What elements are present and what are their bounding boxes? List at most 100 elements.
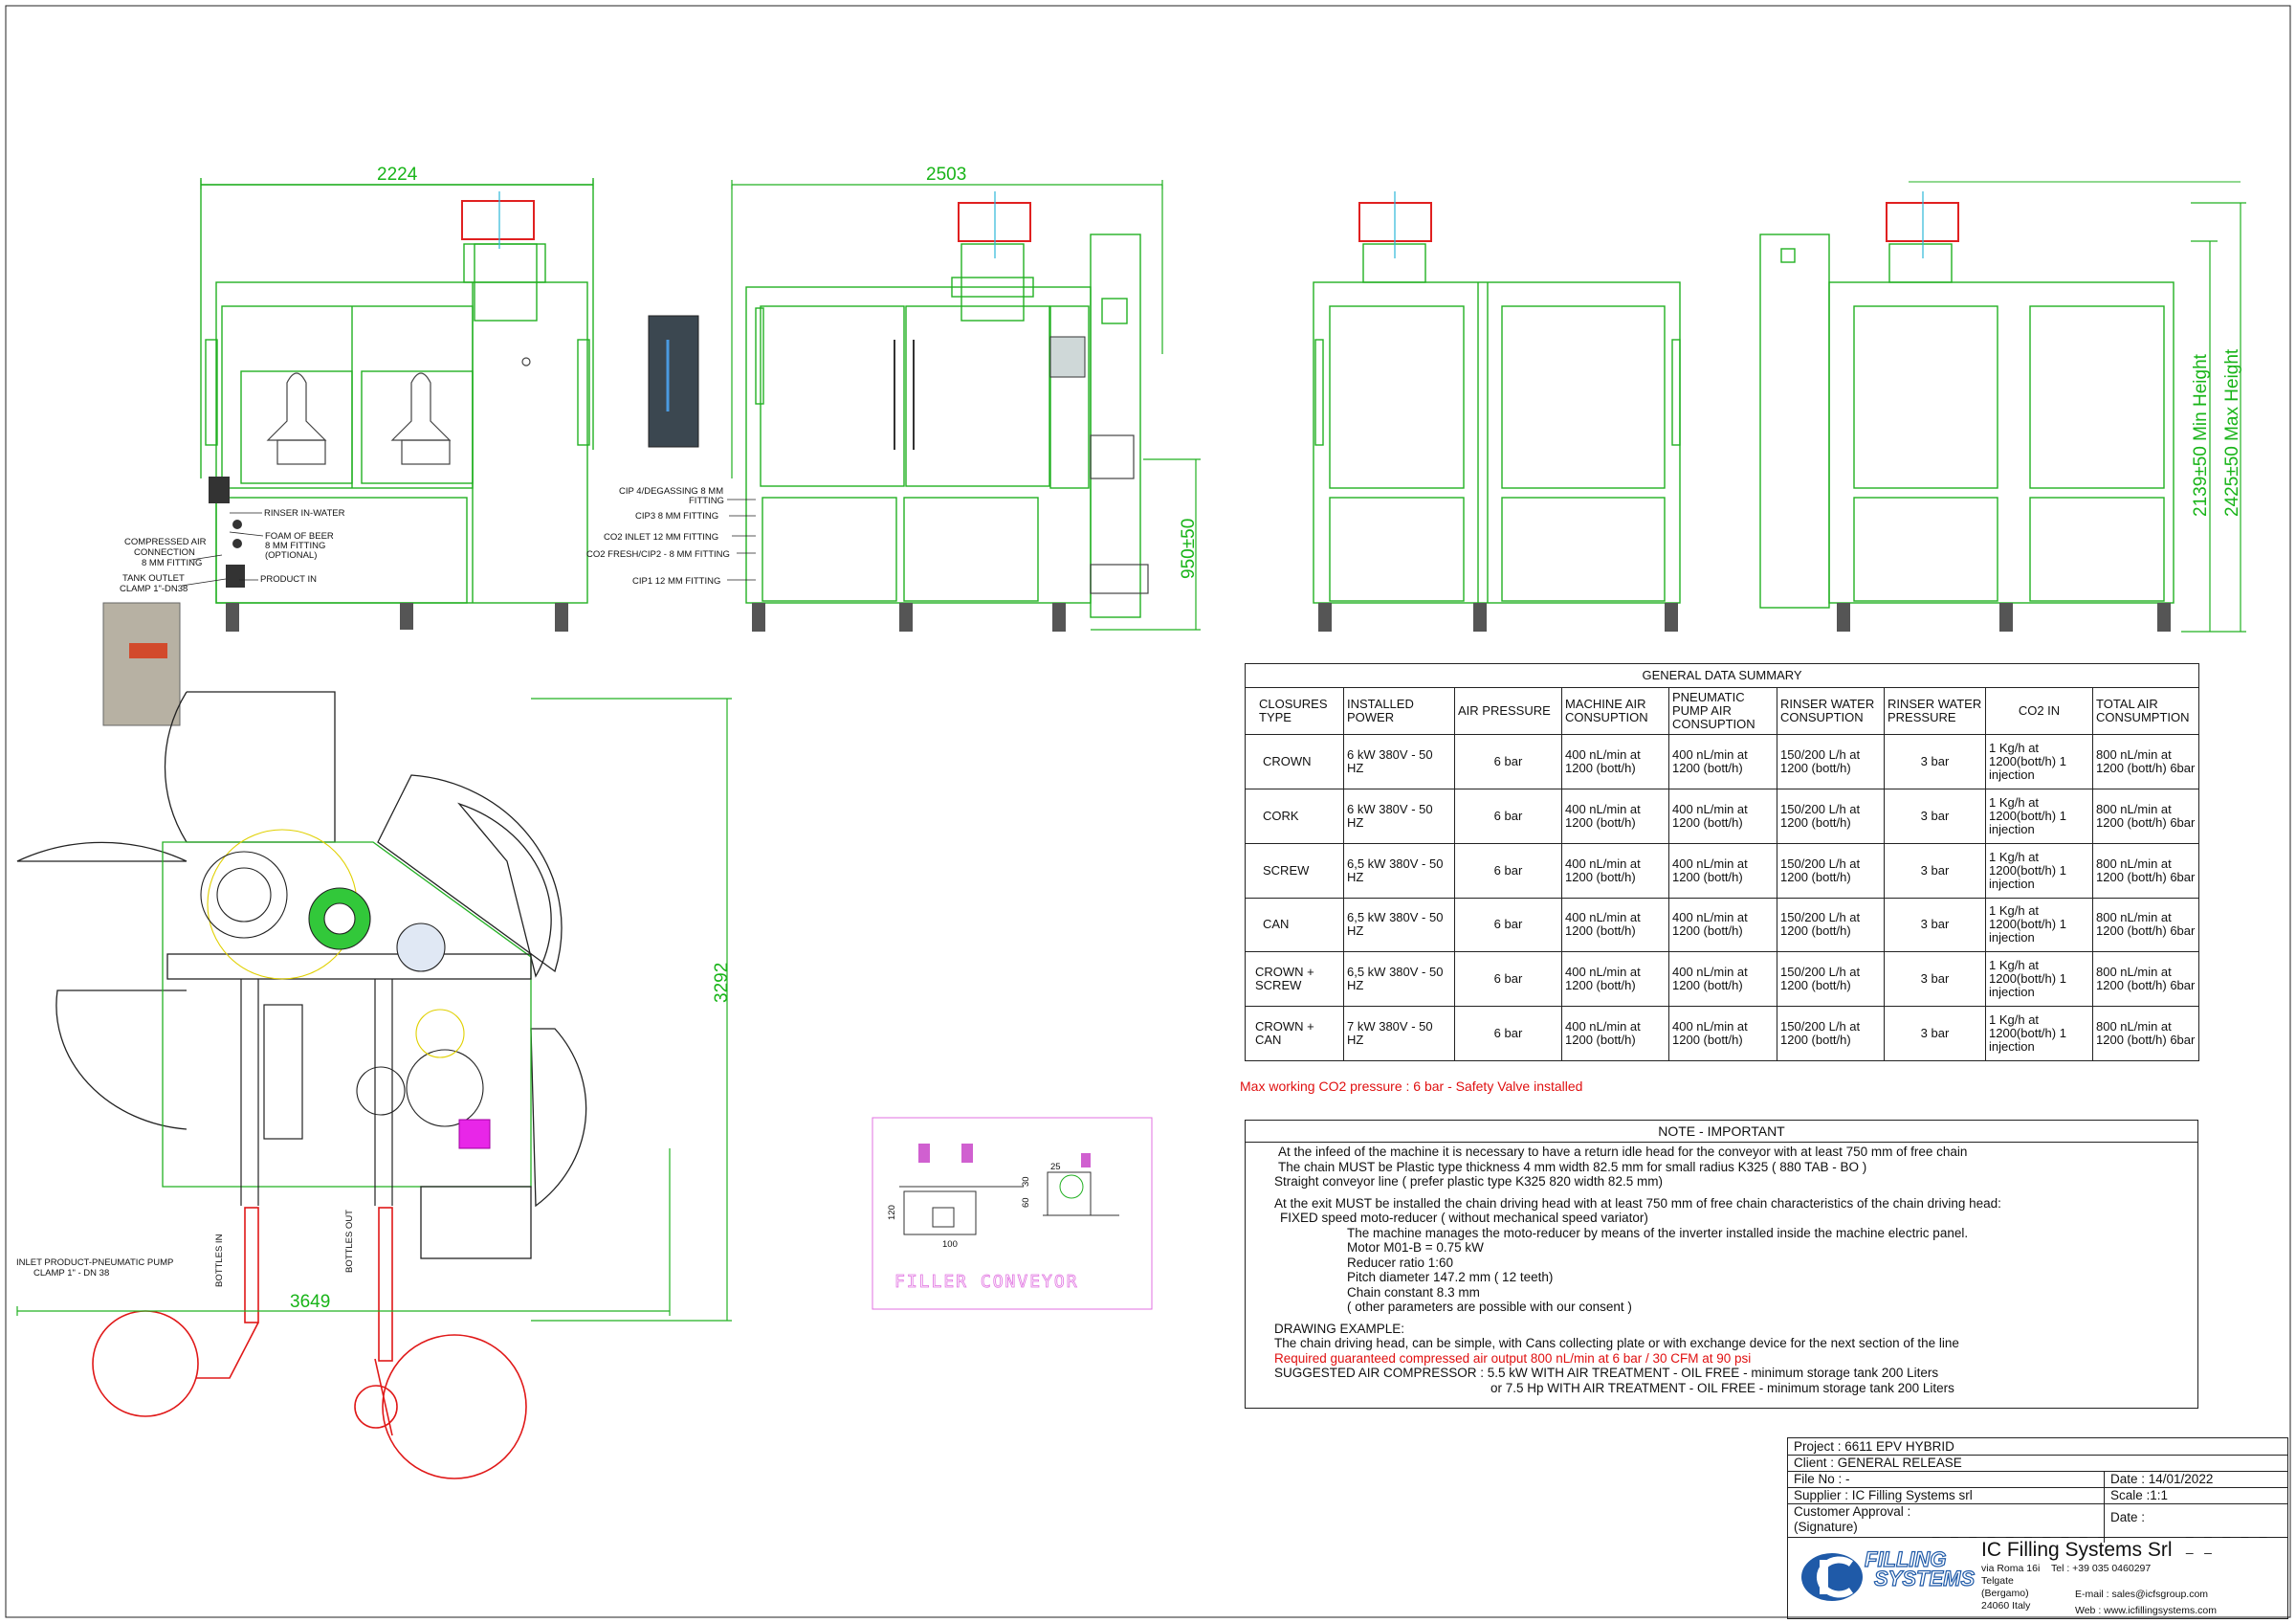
detail-dim-120: 120	[887, 1205, 897, 1220]
note-line: At the exit MUST be installed the chain …	[1274, 1195, 2001, 1211]
cell-power: 6,5 kW 380V - 50 HZ	[1343, 842, 1455, 899]
cell-closure: CROWN + SCREW	[1245, 951, 1344, 1008]
note-line: Motor M01-B = 0.75 kW	[1347, 1240, 1484, 1255]
cell-rinser-pressure: 3 bar	[1884, 897, 1986, 953]
callout-foam-1: FOAM OF BEER	[265, 531, 334, 542]
tb-address: via Roma 16i Telgate (Bergamo) 24060 Ita…	[1981, 1563, 2040, 1612]
note-line: ( other parameters are possible with our…	[1347, 1300, 1632, 1314]
left-side-parts	[266, 357, 531, 465]
cell-total-air: 800 nL/min at 1200 (bott/h) 6bar	[2091, 951, 2200, 1008]
cell-machine-air: 400 nL/min at 1200 (bott/h)	[1561, 897, 1669, 953]
detail-dim-30: 30	[1021, 1176, 1031, 1187]
note-line-required-air: Required guaranteed compressed air outpu…	[1274, 1350, 1752, 1366]
detail-dim-60: 60	[1021, 1197, 1031, 1208]
callout-co2-inlet: CO2 INLET 12 MM FITTING	[604, 532, 718, 543]
address-line: via Roma 16i	[1981, 1563, 2041, 1574]
callout-co2-fresh: CO2 FRESH/CIP2 - 8 MM FITTING	[586, 549, 730, 560]
note-line: Chain constant 8.3 mm	[1347, 1284, 1480, 1300]
plan-infeed-red	[92, 1207, 527, 1479]
title-block: Project : 6611 EPV HYBRID Client : GENER…	[1787, 1437, 2288, 1619]
dim-min-height: 2139±50 Min Height	[2191, 353, 2211, 517]
cell-air-pressure: 6 bar	[1454, 842, 1562, 899]
header-cell: CLOSURES TYPE	[1245, 686, 1344, 736]
tank-outlet-photo	[102, 602, 181, 726]
cell-air-pressure: 6 bar	[1454, 1006, 1562, 1061]
cell-closure: CROWN + CAN	[1245, 1006, 1344, 1061]
callout-tank-outlet-1: TANK OUTLET	[122, 573, 185, 584]
note-important-box: NOTE - IMPORTANT At the infeed of the ma…	[1245, 1120, 2198, 1409]
cell-closure: CROWN	[1245, 734, 1344, 790]
dim-2224: 2224	[377, 165, 418, 185]
plan-conveyors	[240, 979, 393, 1206]
note-body: At the infeed of the machine it is neces…	[1246, 1143, 2197, 1395]
plan-magenta-part	[458, 1119, 491, 1149]
callout-cip4-1: CIP 4/DEGASSING 8 MM	[619, 486, 723, 497]
dim-line-2503	[731, 180, 1201, 631]
plan-turret	[200, 829, 484, 1127]
detail-dim-100: 100	[942, 1239, 958, 1250]
cell-rinser-pressure: 3 bar	[1884, 734, 1986, 790]
dim-3649: 3649	[290, 1292, 330, 1312]
tb-company-name: IC Filling Systems Srl	[1981, 1539, 2173, 1561]
cell-co2: 1 Kg/h at 1200(bott/h) 1 injection	[1985, 897, 2093, 953]
tb-signature: (Signature)	[1794, 1520, 1858, 1534]
table-title: GENERAL DATA SUMMARY	[1244, 663, 2200, 688]
dim-3292: 3292	[712, 963, 732, 1003]
cell-rinser-water: 150/200 L/h at 1200 (bott/h)	[1777, 951, 1885, 1008]
logo-text-filling: FILLING	[1864, 1547, 1947, 1571]
callout-bottles-out: BOTTLES OUT	[344, 1210, 355, 1273]
cell-pump-air: 400 nL/min at 1200 (bott/h)	[1668, 951, 1777, 1008]
cell-power: 6 kW 380V - 50 HZ	[1343, 734, 1455, 790]
cell-pump-air: 400 nL/min at 1200 (bott/h)	[1668, 789, 1777, 844]
callout-foam-3: (OPTIONAL)	[265, 550, 317, 561]
tb-email: E-mail : sales@icfsgroup.com	[2075, 1589, 2209, 1600]
header-cell: PNEUMATIC PUMP AIR CONSUPTION	[1668, 686, 1777, 736]
header-cell: MACHINE AIR CONSUPTION	[1561, 686, 1669, 736]
co2-pressure-warning: Max working CO2 pressure : 6 bar - Safet…	[1240, 1078, 1583, 1094]
rear-view	[1313, 243, 1681, 604]
cell-co2: 1 Kg/h at 1200(bott/h) 1 injection	[1985, 842, 2093, 899]
cell-closure: SCREW	[1245, 842, 1344, 899]
ic-logo-icon	[1801, 1553, 1863, 1601]
front-control-photo	[648, 315, 699, 448]
callout-compressed-air-1: COMPRESSED AIR	[124, 537, 207, 547]
cell-rinser-pressure: 3 bar	[1884, 1006, 1986, 1061]
callout-inlet-product-2: CLAMP 1" - DN 38	[33, 1268, 109, 1278]
address-line: Telgate	[1981, 1575, 2014, 1587]
cell-total-air: 800 nL/min at 1200 (bott/h) 6bar	[2091, 897, 2200, 953]
cell-rinser-water: 150/200 L/h at 1200 (bott/h)	[1777, 789, 1885, 844]
filler-conveyor-detail	[899, 1171, 1119, 1235]
cell-co2: 1 Kg/h at 1200(bott/h) 1 injection	[1985, 789, 2093, 844]
cell-rinser-pressure: 3 bar	[1884, 951, 1986, 1008]
note-line	[1274, 1189, 2197, 1196]
dim-line-2224	[200, 180, 594, 189]
right-side-view	[1759, 181, 2241, 609]
cell-closure: CAN	[1245, 897, 1344, 953]
cell-air-pressure: 6 bar	[1454, 734, 1562, 790]
tb-customer-approval: Customer Approval :	[1794, 1504, 1911, 1519]
header-cell: RINSER WATER CONSUPTION	[1777, 686, 1885, 736]
general-data-summary-table: GENERAL DATA SUMMARY CLOSURES TYPE INSTA…	[1244, 663, 2200, 1061]
cell-machine-air: 400 nL/min at 1200 (bott/h)	[1561, 842, 1669, 899]
cell-closure: CORK	[1245, 789, 1344, 844]
note-line: FIXED speed moto-reducer ( without mecha…	[1280, 1211, 1648, 1225]
tb-project: Project : 6611 EPV HYBRID	[1794, 1439, 1954, 1454]
cell-rinser-water: 150/200 L/h at 1200 (bott/h)	[1777, 897, 1885, 953]
cell-total-air: 800 nL/min at 1200 (bott/h) 6bar	[2091, 842, 2200, 899]
cell-total-air: 800 nL/min at 1200 (bott/h) 6bar	[2091, 1006, 2200, 1061]
cell-machine-air: 400 nL/min at 1200 (bott/h)	[1561, 734, 1669, 790]
note-line: The chain driving head, can be simple, w…	[1274, 1336, 1959, 1350]
cell-power: 7 kW 380V - 50 HZ	[1343, 1006, 1455, 1061]
cell-air-pressure: 6 bar	[1454, 789, 1562, 844]
callout-bottles-in: BOTTLES IN	[214, 1234, 225, 1287]
cell-machine-air: 400 nL/min at 1200 (bott/h)	[1561, 951, 1669, 1008]
tb-approval-date: Date :	[2104, 1503, 2145, 1543]
callout-compressed-air-2: CONNECTION	[134, 547, 195, 558]
tb-scale: Scale :1:1	[2104, 1487, 2168, 1503]
header-cell: INSTALLED POWER	[1343, 686, 1455, 736]
plan-dim-lines	[16, 698, 732, 1322]
